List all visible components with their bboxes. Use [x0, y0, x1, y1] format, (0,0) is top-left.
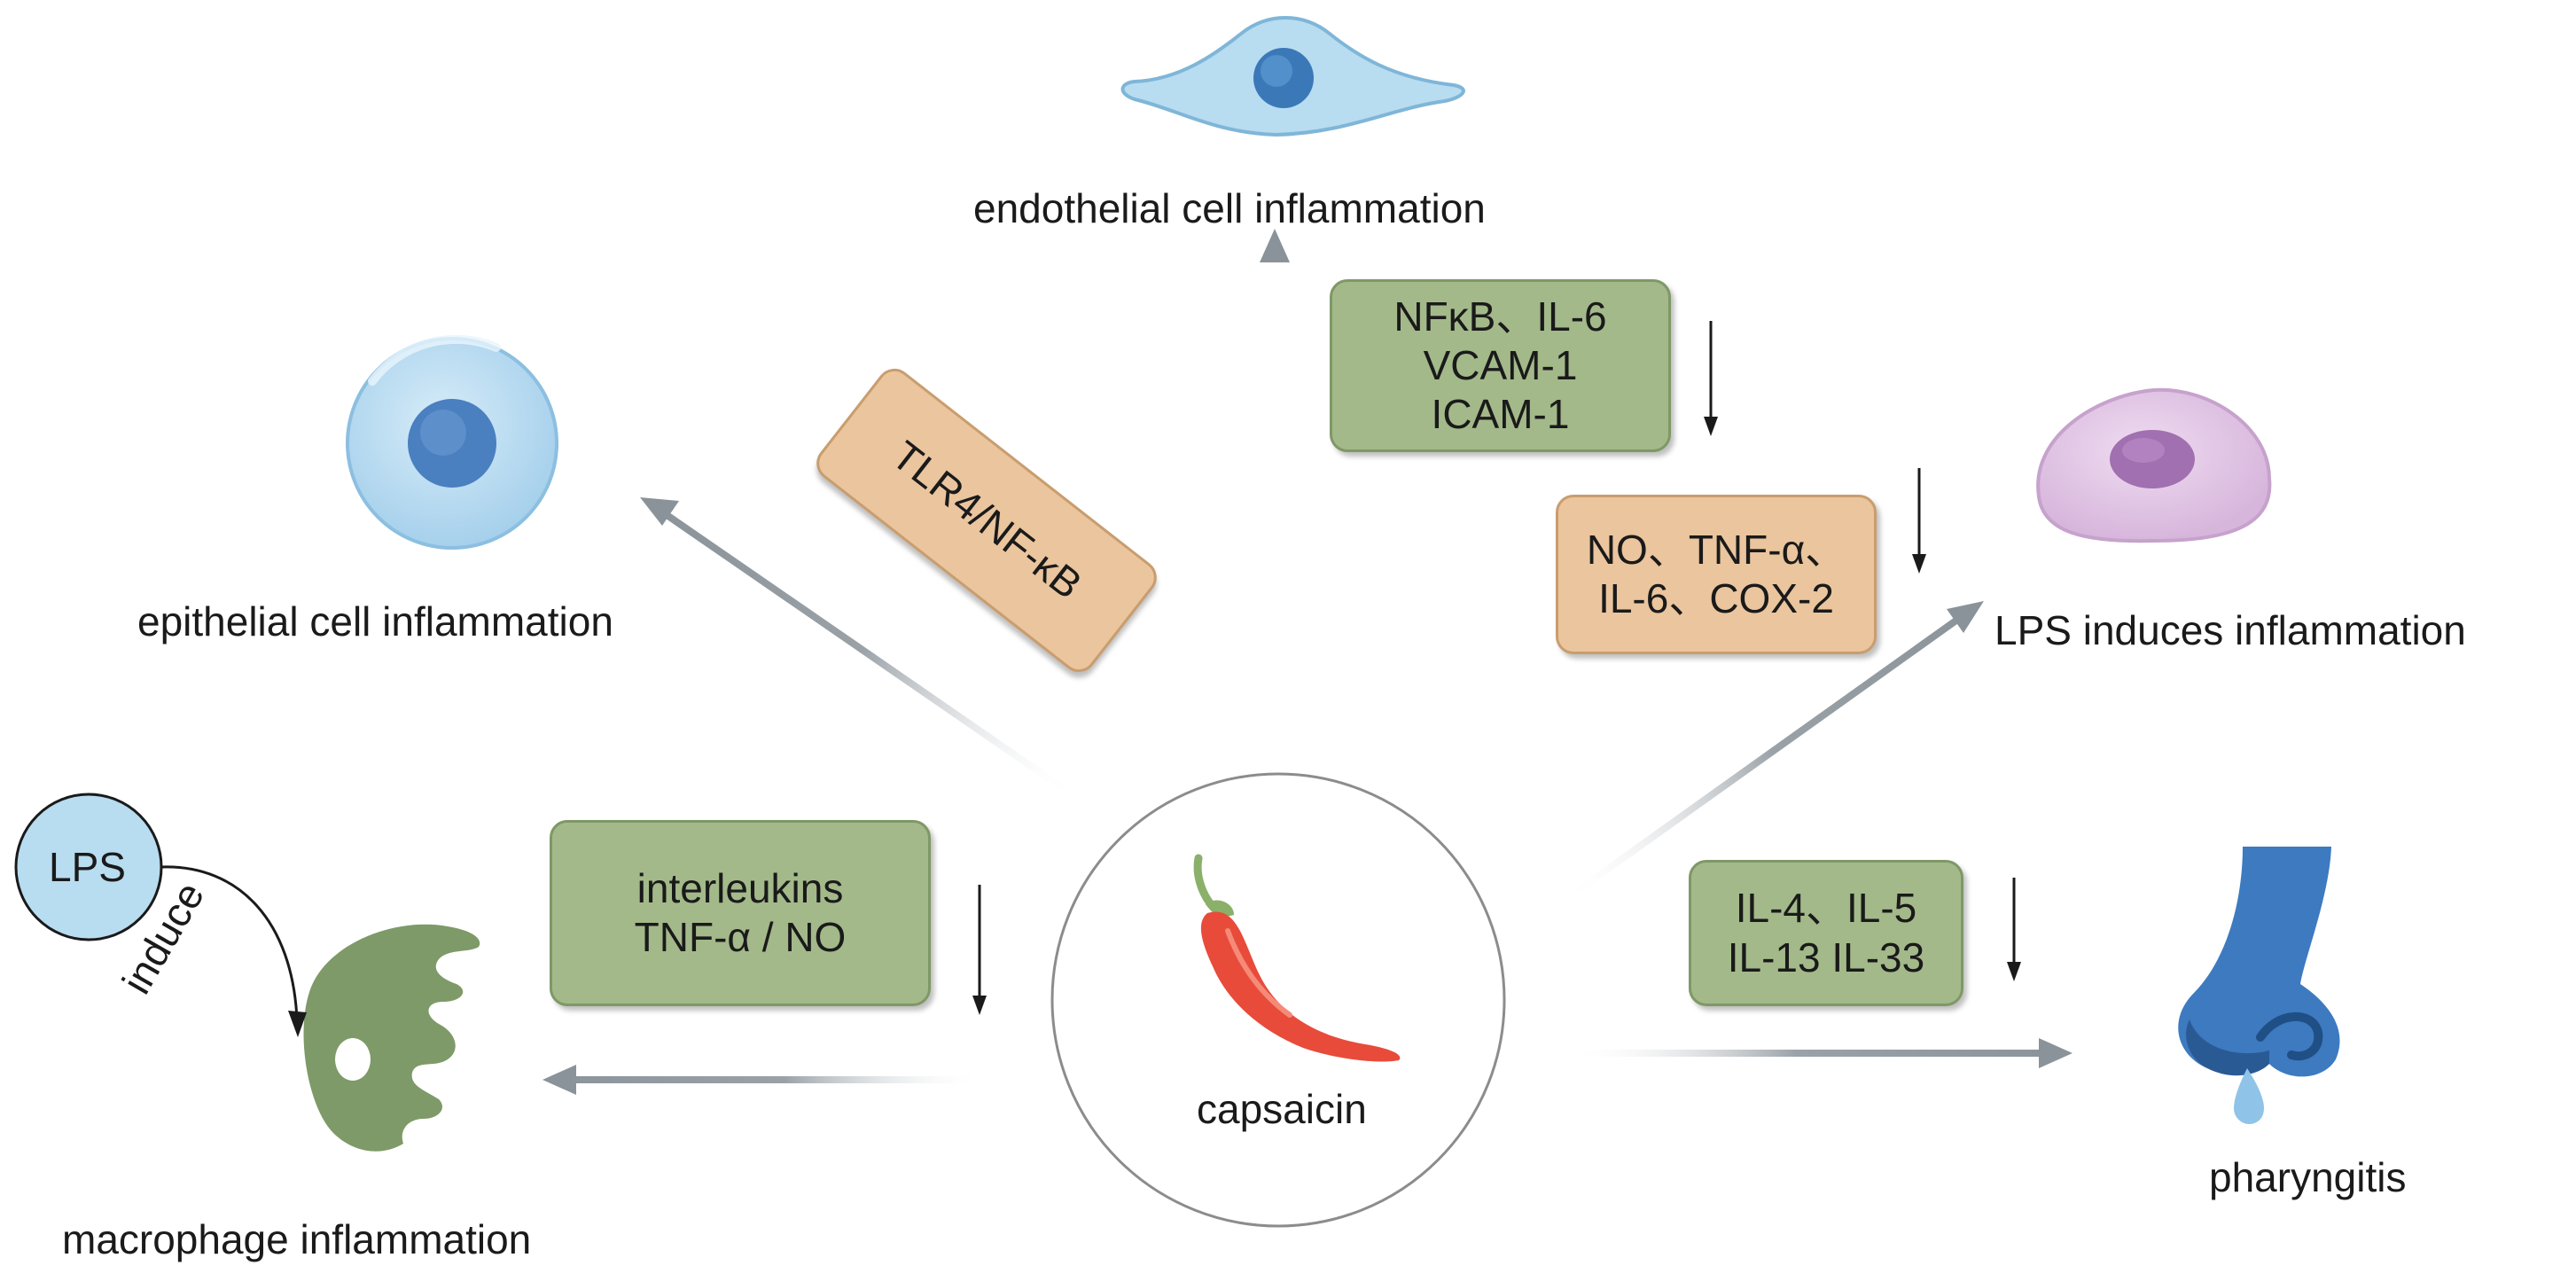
endothelial-cell-icon [1120, 16, 1465, 137]
box-line: NFκB、IL-6 [1393, 293, 1607, 340]
chili-pepper-icon [1193, 854, 1401, 1062]
arrow-to-lps [1562, 601, 1984, 903]
arrow-to-epithelial [640, 497, 1080, 801]
arrow-to-pharyngitis [1569, 1038, 2073, 1068]
down-arrow-lps [1912, 468, 1926, 574]
box-line: NO、TNF-α、 [1586, 526, 1846, 573]
arrow-to-macrophage [543, 1065, 984, 1095]
capsaicin-circle [1050, 772, 1506, 1228]
down-arrow-pharyngitis [2007, 878, 2021, 981]
endothelial-markers-box: NFκB、IL-6 VCAM-1 ICAM-1 [1330, 279, 1671, 452]
macrophage-label: macrophage inflammation [62, 1216, 532, 1262]
box-line: interleukins [636, 864, 844, 911]
induce-arrow [160, 865, 299, 1020]
induce-arrowhead [288, 1011, 307, 1037]
lps-markers-box: NO、TNF-α、 IL-6、COX-2 [1556, 495, 1877, 654]
epithelial-cell-icon [346, 334, 558, 550]
box-line: ICAM-1 [1431, 391, 1570, 438]
lps-node-label: LPS [49, 844, 126, 890]
down-arrow-endothelial [1704, 321, 1718, 436]
arrow-to-endothelial [1260, 229, 1290, 727]
capsaicin-label: capsaicin [1197, 1086, 1367, 1132]
box-line: TNF-α / NO [634, 914, 847, 960]
endothelial-label: endothelial cell inflammation [973, 185, 1486, 231]
box-line: IL-6、COX-2 [1598, 575, 1834, 621]
macrophage-markers-box: interleukins TNF-α / NO [550, 820, 931, 1006]
box-line: IL-13 IL-33 [1727, 933, 1925, 980]
pharyngitis-label: pharyngitis [2209, 1154, 2407, 1200]
pharyngitis-markers-box: IL-4、IL-5 IL-13 IL-33 [1689, 860, 1963, 1006]
down-arrow-macrophage [972, 885, 987, 1015]
nose-icon [2178, 847, 2340, 1124]
box-line: VCAM-1 [1423, 341, 1578, 388]
box-line: IL-4、IL-5 [1735, 885, 1917, 932]
macrophage-icon [303, 924, 480, 1152]
epithelial-label: epithelial cell inflammation [137, 598, 613, 644]
lps-cell-icon [2036, 387, 2272, 543]
lps-inflammation-label: LPS induces inflammation [1994, 607, 2466, 653]
